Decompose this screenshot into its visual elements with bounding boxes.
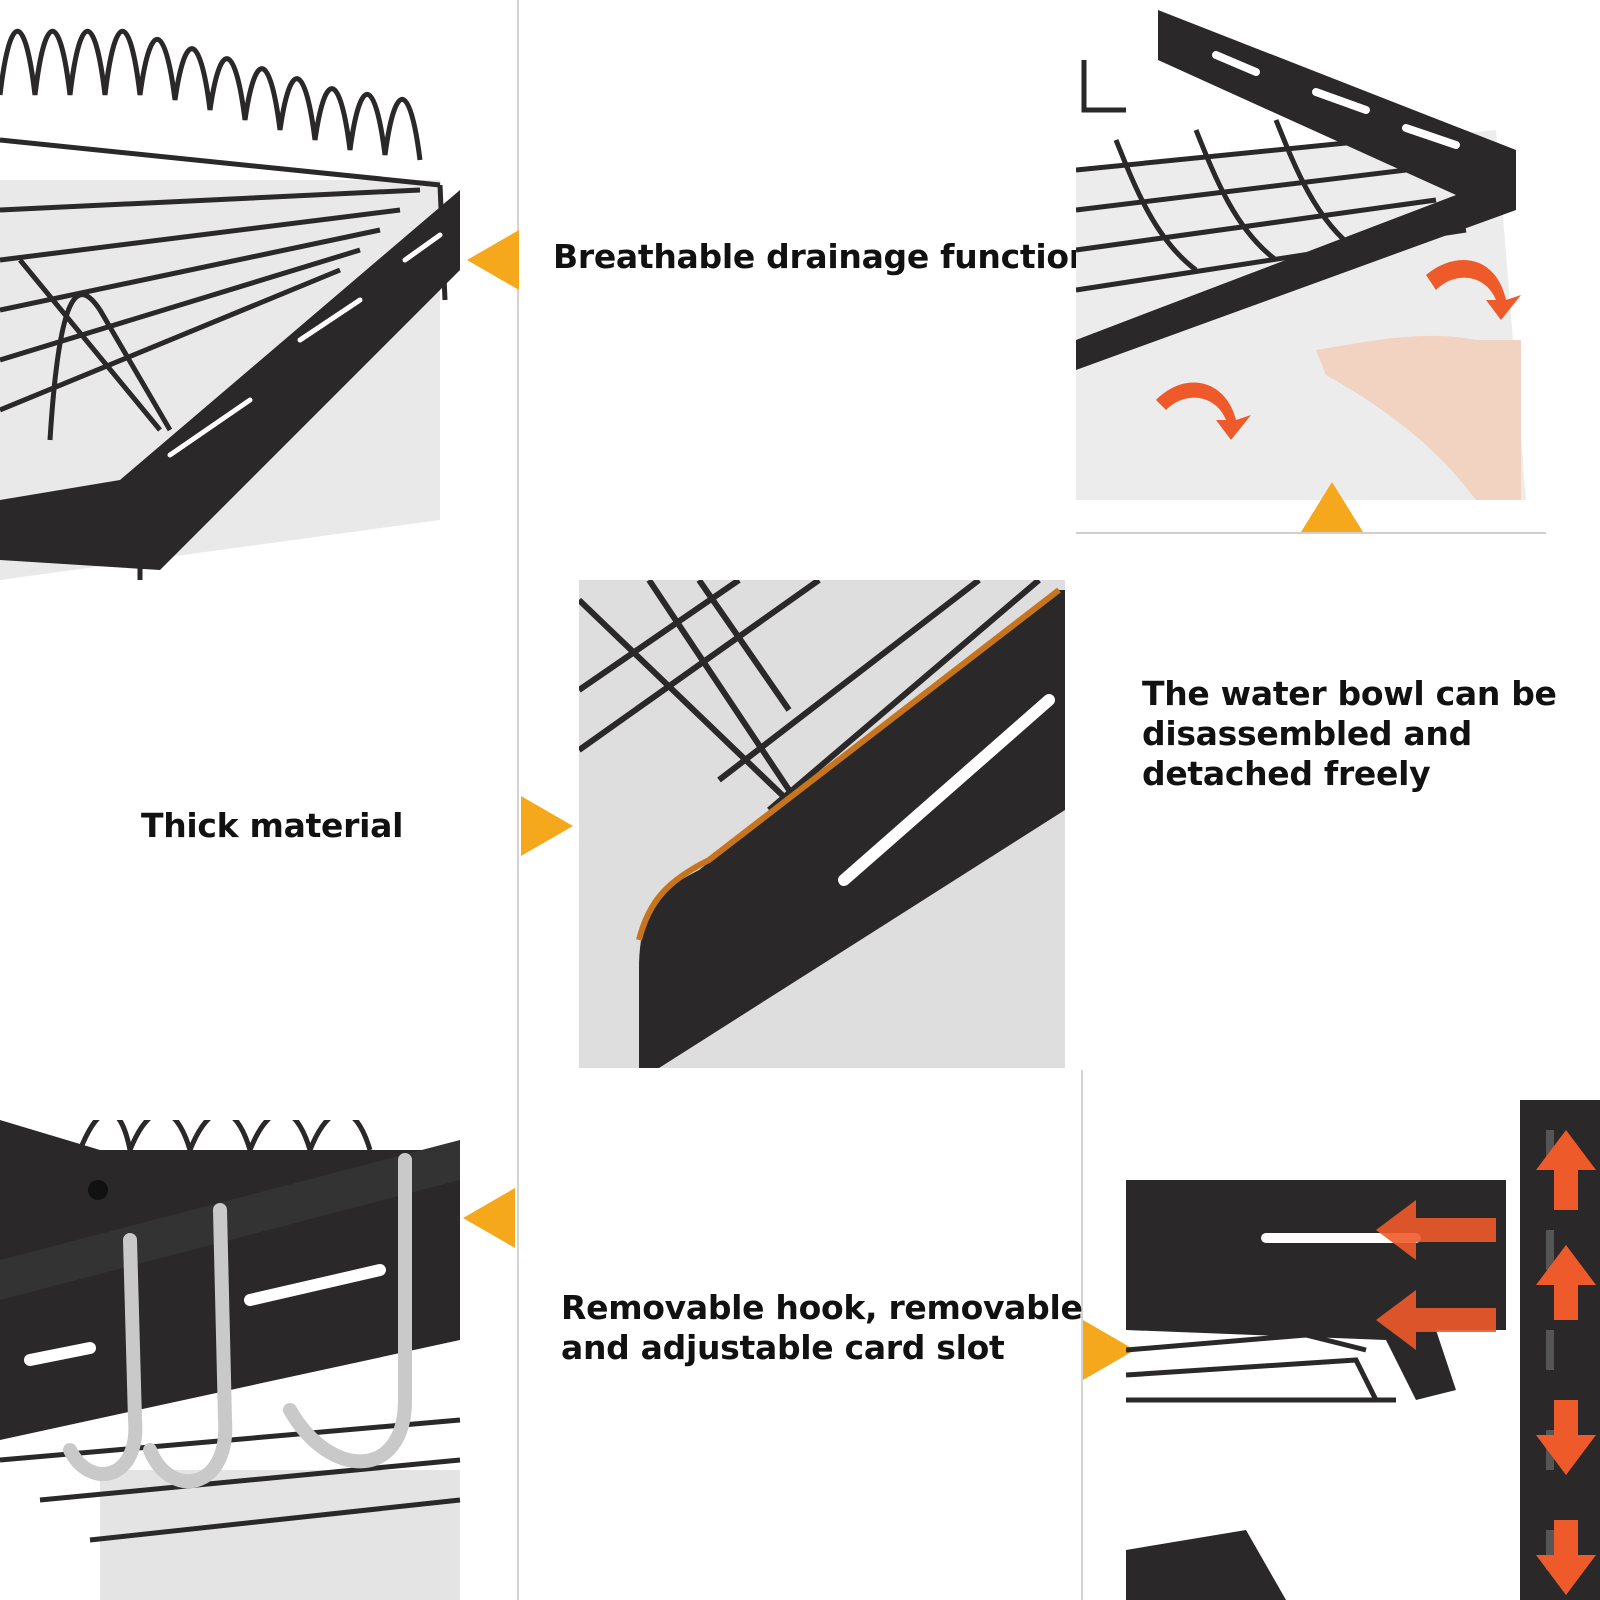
- caption-hook-slot: Removable hook, removable and adjustable…: [561, 1288, 1083, 1367]
- hook-rack-photo: [0, 1120, 462, 1600]
- chrome-hook: [63, 1153, 412, 1489]
- curved-arrow-icon: [1426, 260, 1521, 320]
- thick-material-photo: [579, 580, 1065, 1068]
- caption-thick-material: Thick material: [141, 806, 404, 845]
- caption-water-bowl: The water bowl can be disassembled and d…: [1142, 674, 1557, 793]
- triangle-arrow-icon: [463, 1188, 515, 1248]
- column-divider-right: [1081, 1070, 1083, 1600]
- bracket-photo: [1126, 1100, 1600, 1600]
- column-divider-left: [517, 0, 519, 1600]
- triangle-arrow-icon: [467, 230, 519, 290]
- triangle-arrow-icon: [521, 796, 573, 856]
- tray-photo: [1076, 0, 1556, 532]
- triangle-arrow-icon: [1301, 482, 1363, 532]
- double-arrow-icon: [1376, 1200, 1496, 1350]
- row-divider-top-right: [1076, 532, 1546, 534]
- curved-arrow-icon: [1156, 382, 1251, 440]
- dish-rack-photo: [0, 0, 462, 585]
- double-arrow-icon: [1536, 1130, 1596, 1595]
- caption-drainage: Breathable drainage function: [553, 237, 1092, 276]
